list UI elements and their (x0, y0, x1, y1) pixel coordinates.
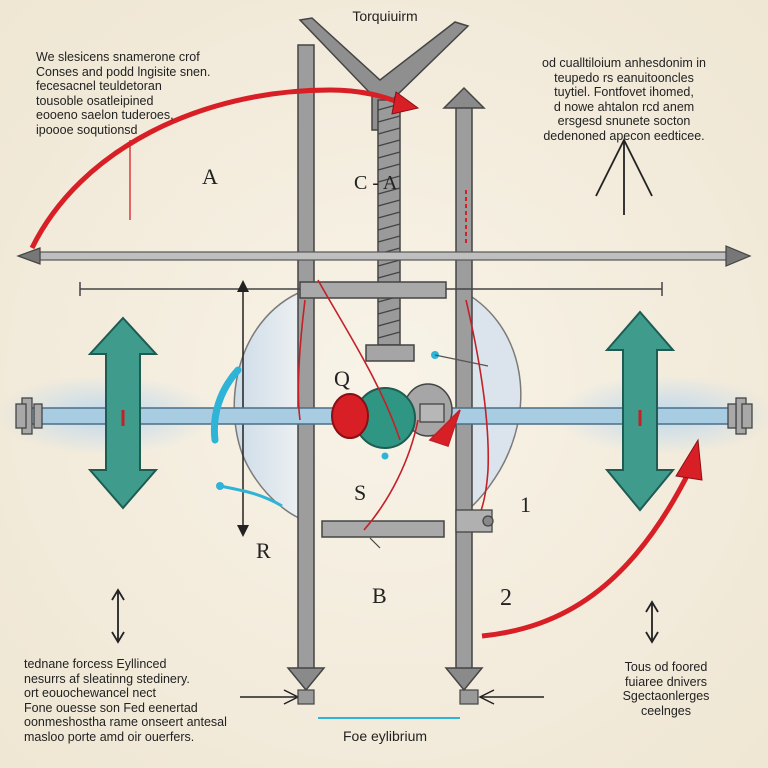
text-line: eooeno saelon tuderoes, (36, 108, 174, 122)
right-clamp (455, 509, 494, 533)
bottom-left-text-block: tednane forcess Eyllinced nesurrs af sle… (24, 657, 227, 744)
bottom-right-pointer (478, 689, 544, 705)
text-line: oonmeshostha rame onseert antesal (24, 715, 227, 729)
text-line: ceelnges (640, 703, 692, 718)
label-s: S (354, 480, 367, 505)
diagram-footer: Foe eylibrium (342, 728, 428, 744)
right-post (455, 104, 473, 671)
cyan-dot-lower (381, 452, 389, 460)
text-line: Fone ouesse son Fed eenertad (24, 700, 198, 715)
black-up-arrow (595, 137, 653, 215)
label-one: 1 (520, 492, 531, 517)
upper-rod-left-arrow (16, 247, 41, 265)
diagram-title: Torquiuirm (352, 8, 418, 24)
small-double-arrow-right (645, 600, 659, 644)
right-shaft-end (727, 397, 753, 435)
label-c-a: C - A (354, 172, 398, 194)
text-line: od cualltiloium anhesdonim in (542, 56, 706, 70)
text-line: teupedo rs eanuitooncles (554, 70, 694, 85)
text-line: fecesacnel teuldetoran (36, 79, 162, 93)
text-line: ersgesd snunete socton (557, 114, 691, 128)
text-line: masloo porte amd oir ouerfers. (24, 729, 195, 744)
upper-rod-right-arrow (725, 245, 752, 267)
left-shaft-end (15, 397, 43, 435)
upper-crossbar (299, 281, 447, 299)
red-hub (331, 393, 369, 439)
upper-rod-body (39, 251, 731, 261)
text-line: tednane forcess Eyllinced (24, 657, 167, 671)
text-line: nesurrs af sleatinng stedinery. (24, 671, 190, 686)
screw-nut (365, 344, 415, 362)
bottom-right-text-block: Tous od foored fuiaree dnivers Sgectaonl… (596, 660, 736, 718)
text-line: dedenoned apecon eedticee. (543, 128, 705, 143)
top-fork (298, 17, 470, 131)
red-arrow-top (29, 87, 404, 250)
text-line: d nowe ahtalon rcd anem (553, 99, 695, 114)
text-line: fuiaree dnivers (625, 674, 707, 689)
left-post-foot (286, 667, 326, 692)
lower-crossbar (321, 520, 445, 538)
red-arrow-bottom (481, 468, 693, 639)
text-line: Tous od foored (624, 660, 708, 674)
right-post-foot (444, 667, 484, 692)
top-left-text-block: We slesicens snamerone crof Conses and p… (36, 50, 210, 137)
label-q: Q (334, 366, 350, 391)
label-r: R (256, 538, 271, 563)
text-line: ipoooe soqutionsd (36, 122, 138, 137)
bottom-left-pointer (240, 689, 300, 705)
right-post-arrowhead (442, 86, 486, 109)
text-line: ort eouochewancel nect (24, 686, 157, 700)
text-line: Conses and podd lngisite snen. (36, 64, 211, 79)
cyan-pointer-left (219, 484, 283, 508)
screw-threads (377, 103, 401, 339)
cyan-stroke-left (210, 366, 242, 444)
small-double-arrow-left (111, 588, 125, 644)
text-line: tousoble osatleipined (36, 93, 154, 108)
left-bowl (233, 288, 306, 521)
left-post (297, 44, 315, 671)
text-line: We slesicens snamerone crof (36, 50, 200, 64)
text-line: Sgectaonlerges (622, 689, 710, 703)
label-two: 2 (500, 585, 512, 611)
label-b: B (372, 583, 387, 608)
text-line: tuytiel. Fontfovet ihomed, (554, 85, 694, 99)
label-a-left: A (202, 164, 218, 189)
top-right-text-block: od cualltiloium anhesdonim in teupedo rs… (524, 56, 724, 143)
